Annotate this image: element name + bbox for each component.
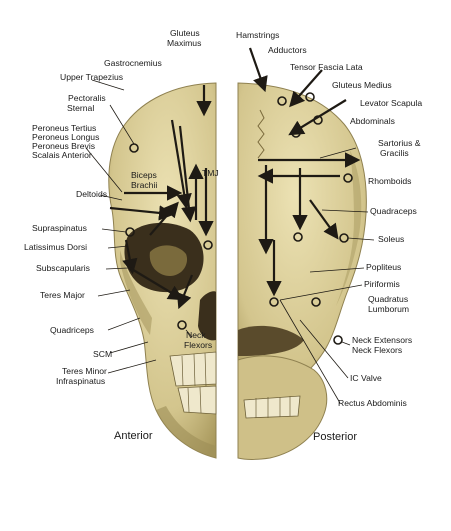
anterior-skull	[108, 82, 217, 459]
label-latissimus-dorsi: Latissimus Dorsi	[24, 242, 87, 252]
label-rectus-abdominis: Rectus Abdominis	[338, 398, 407, 408]
posterior-teeth	[243, 395, 301, 419]
label-posterior: Posterior	[313, 431, 357, 443]
label-quadraceps: Quadraceps	[370, 206, 417, 216]
label-levator-scapula: Levator Scapula	[360, 98, 422, 108]
tmj-point	[203, 240, 213, 250]
piriformis-point	[269, 297, 279, 307]
label-tmj: TMJ	[202, 168, 219, 178]
label-hamstrings: Hamstrings	[236, 30, 279, 40]
label-supraspinatus: Supraspinatus	[32, 223, 87, 233]
label-gastrocnemius: Gastrocnemius	[104, 58, 162, 68]
upper-teeth	[169, 351, 217, 387]
anterior-arrows	[109, 85, 214, 330]
jaw-shadow	[156, 406, 216, 458]
soleus-point	[293, 232, 303, 242]
hamstring-point	[277, 96, 287, 106]
label-teres-major: Teres Major	[40, 290, 85, 300]
label-rhomboids: Rhomboids	[368, 176, 411, 186]
neck-extensor-point	[333, 335, 343, 345]
label-quadriceps: Quadriceps	[50, 325, 94, 335]
foramen-shadow	[238, 325, 304, 356]
label-soleus: Soleus	[378, 234, 404, 244]
label-gluteus-medius: Gluteus Medius	[332, 80, 392, 90]
label-sartorius-gracilis: Sartorius &Gracilis	[378, 138, 421, 158]
neck-flexor-point	[177, 320, 187, 330]
left-cheek-shadow	[120, 250, 152, 335]
label-piriformis: Piriformis	[364, 279, 400, 289]
posterior-tooth-gaps	[255, 396, 291, 418]
label-abdominals: Abdominals	[350, 116, 395, 126]
label-upper-trapezius: Upper Trapezius	[60, 72, 123, 82]
adductor-point	[305, 92, 315, 102]
label-popliteus: Popliteus	[366, 262, 401, 272]
posterior-skull	[237, 82, 367, 460]
quadratus-point	[311, 297, 321, 307]
nasal-cavity	[198, 291, 216, 341]
abdominal-point	[291, 128, 301, 138]
lower-teeth	[177, 385, 217, 415]
rhomboid-point	[343, 173, 353, 183]
tooth-gaps-left	[181, 352, 207, 414]
right-cranium-shadow	[336, 150, 362, 306]
label-deltoids: Deltoids	[76, 189, 107, 199]
posterior-labels: Hamstrings Adductors Tensor Fascia Lata …	[236, 30, 422, 443]
orbit-inner-highlight	[149, 245, 188, 276]
label-scm: SCM	[93, 349, 112, 359]
label-tensor-fascia-lata: Tensor Fascia Lata	[290, 62, 363, 72]
lambdoid-suture	[257, 109, 265, 159]
leader-lines	[85, 79, 375, 404]
label-adductors: Adductors	[268, 45, 307, 55]
label-ic-valve: IC Valve	[350, 373, 382, 383]
gluteus-medius-point	[313, 115, 323, 125]
posterior-arrows	[248, 47, 361, 345]
label-subscapularis: Subscapularis	[36, 263, 90, 273]
label-anterior: Anterior	[114, 430, 153, 442]
